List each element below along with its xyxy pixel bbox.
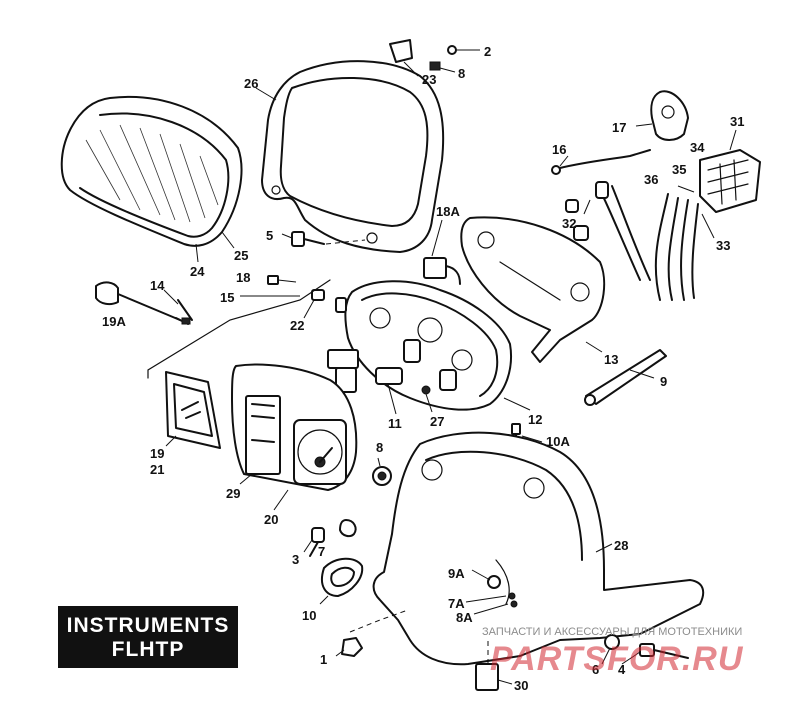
top-bracket-part	[389, 39, 480, 77]
stud-22-part	[311, 289, 347, 313]
callout-7a: 7A	[448, 596, 465, 611]
rear-cover-part	[261, 60, 445, 253]
callout-20: 20	[264, 512, 278, 527]
callout-6: 6	[592, 662, 599, 677]
callout-30: 30	[514, 678, 528, 693]
callout-27: 27	[430, 414, 444, 429]
callout-35: 35	[672, 162, 686, 177]
title-line-2: FLHTP	[111, 638, 185, 661]
pin-14-part	[177, 299, 193, 321]
title-line-1: INSTRUMENTS	[66, 614, 230, 637]
gauge-assembly-20-part	[231, 363, 358, 491]
callout-32: 32	[562, 216, 576, 231]
callout-28: 28	[614, 538, 628, 553]
callout-12: 12	[528, 412, 542, 427]
strap-9-part	[584, 349, 667, 406]
callout-21: 21	[150, 462, 164, 477]
callout-10a: 10A	[546, 434, 570, 449]
callout-1: 1	[320, 652, 327, 667]
callout-36: 36	[644, 172, 658, 187]
gauge-bezel-19-part	[165, 371, 221, 449]
callout-14: 14	[150, 278, 165, 293]
callout-22: 22	[290, 318, 304, 333]
callout-18a: 18A	[436, 204, 460, 219]
callout-23: 23	[422, 72, 436, 87]
callout-9a: 9A	[448, 566, 465, 581]
callout-2: 2	[484, 44, 491, 59]
callout-25: 25	[234, 248, 248, 263]
callout-8-top: 8	[458, 66, 465, 81]
group-outline-15	[147, 279, 331, 379]
callout-19: 19	[150, 446, 164, 461]
harness-connector-part	[551, 90, 761, 301]
callout-labels: 2 23 8 26 31 17 16 34 35 36 32 33 5 18A …	[102, 44, 744, 693]
callout-10: 10	[302, 608, 316, 623]
callout-13: 13	[604, 352, 618, 367]
callout-17: 17	[612, 120, 626, 135]
switch-19a-part	[95, 281, 191, 325]
callout-leaders	[163, 87, 737, 685]
diagram-title-box: INSTRUMENTS FLHTP	[58, 606, 238, 668]
callout-4: 4	[618, 662, 626, 677]
callout-3: 3	[292, 552, 299, 567]
screw-3-part	[309, 519, 357, 557]
callout-33: 33	[716, 238, 730, 253]
indicator-11-part	[327, 349, 431, 395]
callout-26: 26	[244, 76, 258, 91]
mounting-bracket-13-part	[460, 216, 606, 363]
callout-7: 7	[318, 544, 325, 559]
callout-34: 34	[690, 140, 705, 155]
callout-8-mid: 8	[376, 440, 383, 455]
callout-8a: 8A	[456, 610, 473, 625]
callout-16: 16	[552, 142, 566, 157]
lens-bezel-part	[60, 95, 243, 247]
callout-5: 5	[266, 228, 273, 243]
gasket-10-part	[320, 557, 364, 597]
callout-11: 11	[388, 416, 402, 431]
fasteners-bottom-part	[341, 609, 689, 691]
watermark-tagline: ЗАПЧАСТИ И АКСЕССУАРЫ ДЛЯ МОТОТЕХНИКИ	[482, 626, 743, 638]
callout-15: 15	[220, 290, 234, 305]
screw-18-part	[267, 275, 297, 285]
connector-18a-part	[423, 257, 461, 285]
callout-31: 31	[730, 114, 744, 129]
callout-29: 29	[226, 486, 240, 501]
callout-18: 18	[236, 270, 250, 285]
watermark-logo: PARTSFOR.RU	[490, 640, 744, 678]
callout-19a: 19A	[102, 314, 126, 329]
callout-24: 24	[190, 264, 205, 279]
main-bracket-28-part	[372, 431, 705, 666]
screw-5-part	[291, 231, 366, 247]
grommet-8-part	[372, 466, 392, 486]
callout-9: 9	[660, 374, 667, 389]
